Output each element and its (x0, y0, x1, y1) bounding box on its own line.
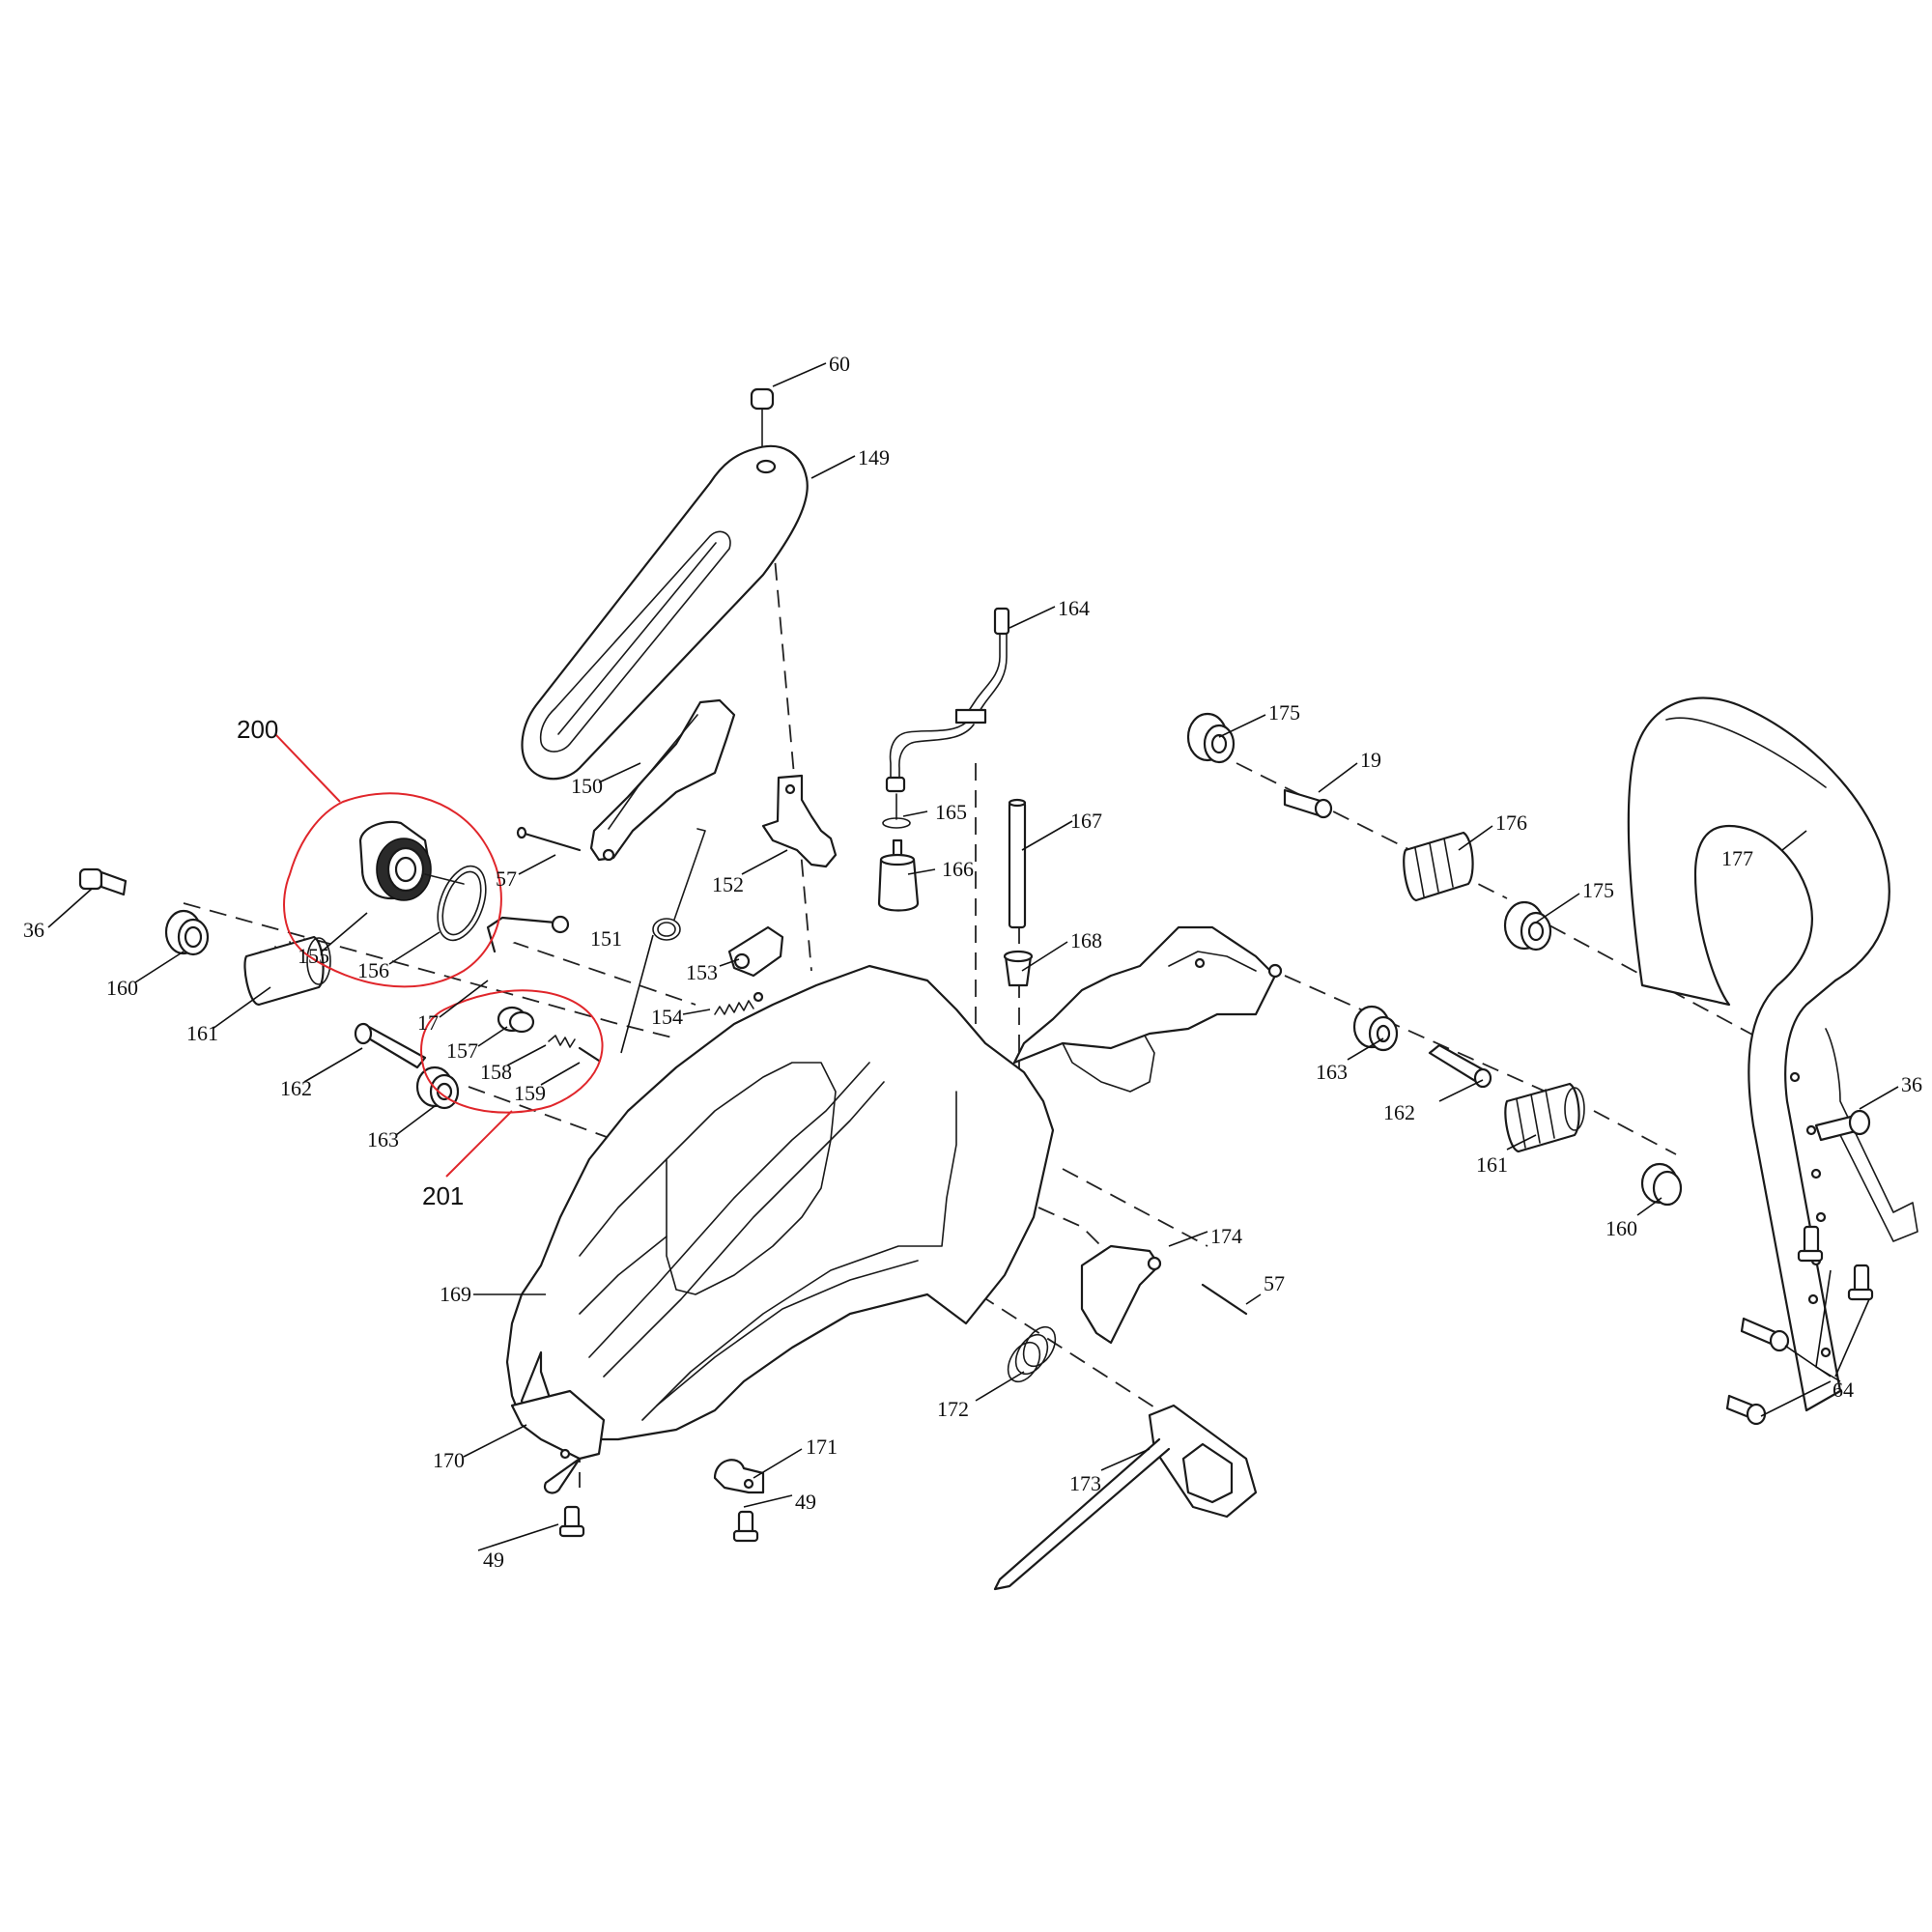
part-161-spring-right (1504, 1082, 1585, 1153)
part-36-bolt-right (1814, 1109, 1871, 1142)
callout-200-outline (283, 792, 502, 988)
part-170-lower-bracket (510, 1389, 606, 1494)
label-167: 167 (1070, 809, 1102, 833)
part-160-bushing-right (1640, 1162, 1683, 1207)
label-174: 174 (1210, 1224, 1242, 1248)
label-151: 151 (590, 926, 622, 951)
part-64-screws (1725, 1225, 1874, 1426)
label-163-left: 163 (367, 1127, 399, 1151)
part-172-spring (1007, 1325, 1057, 1383)
label-160-left: 160 (106, 976, 138, 1000)
label-165: 165 (935, 800, 967, 824)
part-176-spring (1403, 831, 1474, 902)
label-57-upper: 57 (496, 867, 517, 891)
part-labels: 60 149 164 150 200 57 155 156 17 151 152… (23, 352, 1922, 1572)
left-mount-assembly (78, 867, 460, 1110)
label-176: 176 (1495, 810, 1527, 835)
part-161-spring-left (243, 935, 331, 1007)
part-153-pivot (727, 925, 784, 978)
label-177: 177 (1721, 846, 1753, 870)
part-174-cover (1080, 1244, 1162, 1345)
label-155: 155 (298, 944, 329, 968)
part-154-spring (714, 991, 764, 1015)
label-169: 169 (440, 1282, 471, 1306)
label-160-right: 160 (1605, 1216, 1637, 1240)
label-17: 17 (417, 1010, 439, 1035)
label-175-upper: 175 (1268, 700, 1300, 724)
part-173-wrench (993, 1404, 1258, 1591)
label-149: 149 (858, 445, 890, 469)
part-171-clip (713, 1459, 765, 1494)
part-150-throttle-trigger (589, 698, 736, 862)
part-49-screw-left (558, 1505, 585, 1538)
label-49-left: 49 (483, 1548, 504, 1572)
part-152-lever (761, 774, 838, 868)
label-162-left: 162 (280, 1076, 312, 1100)
part-36-bolt-left (78, 867, 128, 896)
part-159-pin-small (578, 1046, 601, 1063)
label-150: 150 (571, 774, 603, 798)
part-19-bolt (1283, 788, 1333, 819)
label-154: 154 (651, 1005, 683, 1029)
label-159: 159 (514, 1081, 546, 1105)
label-49-right: 49 (795, 1490, 816, 1514)
label-200[interactable]: 200 (237, 715, 278, 744)
part-155-tank-cap (358, 820, 465, 901)
label-172: 172 (937, 1397, 969, 1421)
part-158-spring-small (548, 1035, 576, 1048)
label-152: 152 (712, 872, 744, 896)
label-36-left: 36 (23, 918, 44, 942)
part-57-pin-upper (516, 826, 582, 852)
label-161-right: 161 (1476, 1152, 1508, 1177)
part-160-bushing-left (164, 909, 210, 956)
label-36-right: 36 (1901, 1072, 1922, 1096)
label-168: 168 (1070, 928, 1102, 952)
part-169-housing-arm (1012, 925, 1283, 1093)
part-165-clamp (882, 793, 911, 829)
label-161-left: 161 (186, 1021, 218, 1045)
label-19: 19 (1360, 748, 1381, 772)
part-169-main-housing (505, 964, 1055, 1441)
label-57-lower: 57 (1264, 1271, 1285, 1295)
part-163-bushing-left (415, 1065, 460, 1110)
part-17-bent-wire (486, 915, 570, 953)
part-177-front-handle (1627, 696, 1918, 1412)
label-158: 158 (480, 1060, 512, 1084)
part-151-torsion-spring (652, 828, 706, 941)
part-57-pin-lower (1201, 1283, 1248, 1316)
part-167-rod (1008, 798, 1027, 929)
part-175-bushing-lower (1503, 900, 1552, 952)
part-168-grommet (1003, 950, 1034, 987)
label-157: 157 (446, 1038, 478, 1063)
label-166: 166 (942, 857, 974, 881)
part-49-screw-right (732, 1510, 759, 1543)
label-64: 64 (1833, 1378, 1854, 1402)
part-166-fuel-filter (877, 838, 920, 912)
part-162-sleeve-left (354, 1022, 427, 1069)
part-157-bushing-small (497, 1006, 535, 1034)
label-171: 171 (806, 1435, 838, 1459)
label-153: 153 (686, 960, 718, 984)
part-175-bushing-upper (1186, 712, 1236, 764)
part-60-screw (750, 387, 775, 447)
label-173: 173 (1069, 1471, 1101, 1495)
label-60: 60 (829, 352, 850, 376)
label-162-right: 162 (1383, 1100, 1415, 1124)
label-164: 164 (1058, 596, 1090, 620)
label-170: 170 (433, 1448, 465, 1472)
part-149-handle-cover (521, 444, 809, 781)
callout-201-leader (445, 1110, 513, 1178)
label-156: 156 (357, 958, 389, 982)
label-163-right: 163 (1316, 1060, 1348, 1084)
callout-201-outline (420, 989, 604, 1114)
label-201[interactable]: 201 (422, 1181, 464, 1210)
callout-200-leader (274, 733, 341, 803)
part-156-o-ring (437, 865, 487, 942)
part-164-fuel-line (885, 607, 1010, 793)
label-175-lower: 175 (1582, 878, 1614, 902)
leader-lines (47, 362, 1899, 1551)
